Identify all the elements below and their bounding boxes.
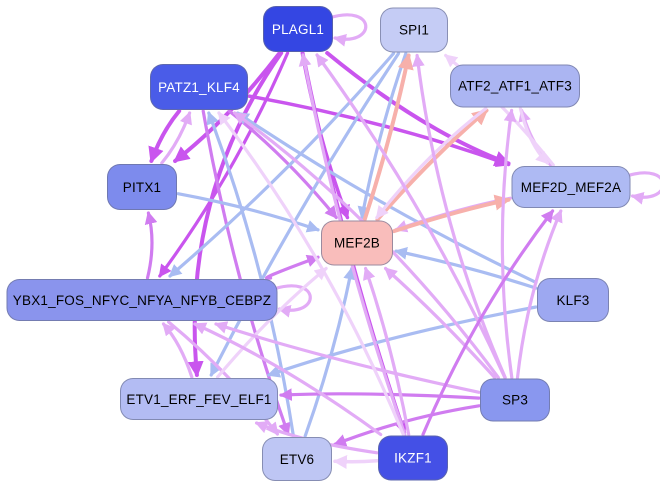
node-plagl1-label: PLAGL1	[271, 21, 325, 37]
edge-klf3-etv1	[266, 305, 538, 378]
edge-atf2-mef2d	[518, 106, 549, 165]
node-etv1-label: ETV1_ERF_FEV_ELF1	[126, 391, 272, 407]
edge-spi1-ybx1	[168, 51, 396, 278]
edge-pitx1-patz1	[160, 111, 192, 165]
edge-sp3-spi1	[412, 53, 507, 380]
node-spi1-label: SPI1	[398, 22, 430, 38]
node-mef2b[interactable]: MEF2B	[321, 220, 393, 266]
node-etv1-erf-fev-elf1[interactable]: ETV1_ERF_FEV_ELF1	[120, 378, 278, 420]
edge-ikzf1-mef2b	[363, 266, 411, 437]
edge-patz1-pitx1	[148, 109, 182, 164]
node-pitx1-label: PITX1	[122, 179, 162, 195]
edge-ybx1-mef2b	[264, 254, 320, 280]
edge-klf3-mef2b	[394, 247, 538, 290]
node-patz1-klf4[interactable]: PATZ1_KLF4	[150, 64, 248, 110]
edge-ybx1-pitx1	[144, 211, 158, 280]
node-sp3-label: SP3	[501, 392, 529, 408]
node-pitx1[interactable]: PITX1	[107, 164, 177, 210]
edge-etv6-mef2b	[303, 266, 356, 438]
node-etv6[interactable]: ETV6	[262, 437, 332, 481]
node-ikzf1[interactable]: IKZF1	[378, 435, 448, 481]
node-spi1[interactable]: SPI1	[380, 7, 448, 53]
edge-ikzf1-ybx1	[193, 322, 383, 437]
edge-mef2b-atf2	[375, 108, 489, 222]
edge-mef2b-spi1	[362, 53, 414, 222]
node-etv6-label: ETV6	[279, 451, 315, 467]
edge-plagl1-plagl1	[327, 13, 368, 47]
edge-sp3-atf2	[500, 108, 517, 380]
edge-etv1-ybx1	[161, 322, 194, 379]
node-klf3-label: KLF3	[556, 292, 590, 308]
node-mef2b-label: MEF2B	[333, 235, 380, 251]
node-ikzf1-label: IKZF1	[394, 450, 432, 466]
node-sp3[interactable]: SP3	[480, 378, 550, 422]
edge-sp3-ybx1	[214, 321, 481, 394]
edge-sp3-plagl1	[315, 53, 507, 380]
edge-ybx1-ybx1	[271, 284, 312, 318]
edge-ikzf1-mef2d	[421, 209, 555, 437]
edge-ikzf1-etv6	[332, 455, 379, 469]
edge-mef2b-mef2d	[392, 194, 511, 234]
node-patz1-klf4-label: PATZ1_KLF4	[158, 79, 240, 95]
node-atf2-atf1-atf3[interactable]: ATF2_ATF1_ATF3	[450, 64, 580, 108]
edge-pitx1-mef2b	[176, 192, 320, 233]
edge-ikzf1-patz1	[217, 111, 405, 437]
edge-plagl1-mef2d	[325, 51, 511, 167]
node-ybx1-fos-nfyc-nfya-nfyb-cebpz[interactable]: YBX1_FOS_NFYC_NFYA_NFYB_CEBPZ	[6, 279, 278, 321]
edge-sp3-mef2b	[384, 266, 497, 380]
node-ybx1-label: YBX1_FOS_NFYC_NFYA_NFYB_CEBPZ	[12, 292, 272, 308]
node-klf3[interactable]: KLF3	[537, 278, 609, 322]
node-atf2-atf1-atf3-label: ATF2_ATF1_ATF3	[458, 78, 572, 94]
node-mef2d-mef2a[interactable]: MEF2D_MEF2A	[511, 166, 631, 208]
node-plagl1[interactable]: PLAGL1	[263, 6, 333, 52]
edge-atf2-mef2b	[375, 106, 488, 220]
edge-spi1-mef2b	[357, 51, 408, 220]
edge-klf3-patz1	[236, 111, 538, 284]
edge-sp3-etv1	[279, 388, 481, 401]
node-mef2d-mef2a-label: MEF2D_MEF2A	[520, 179, 622, 195]
edge-sp3-mef2d	[515, 209, 563, 380]
edge-mef2d-mef2d	[624, 171, 660, 205]
